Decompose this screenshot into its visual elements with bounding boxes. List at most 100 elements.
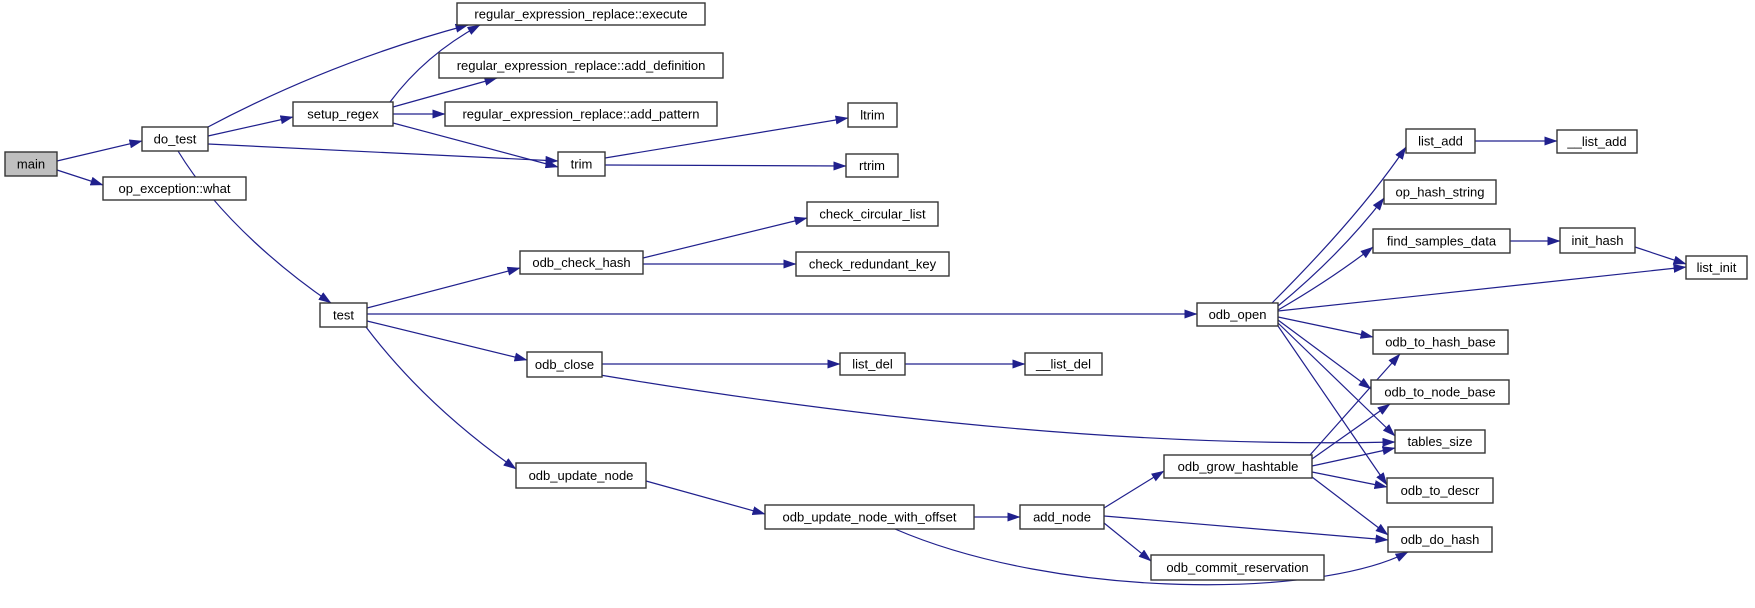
- node-odb_update_node[interactable]: odb_update_node: [515, 462, 647, 489]
- node-odb_to_descr[interactable]: odb_to_descr: [1386, 477, 1494, 504]
- node-box-__list_del[interactable]: [1024, 352, 1103, 376]
- node-box-rer_add_pattern[interactable]: [444, 101, 718, 127]
- edge-odb_open-to-list_add: [1271, 146, 1407, 304]
- node-odb_do_hash[interactable]: odb_do_hash: [1387, 526, 1493, 553]
- node-label-tables_size: tables_size: [1407, 434, 1472, 449]
- node-box-trim[interactable]: [557, 151, 606, 177]
- node-setup_regex[interactable]: setup_regex: [292, 101, 394, 127]
- node-box-odb_check_hash[interactable]: [519, 250, 644, 275]
- node-box-tables_size[interactable]: [1394, 429, 1486, 454]
- node-odb_close[interactable]: odb_close: [526, 351, 603, 378]
- node-label-check_circular_list: check_circular_list: [819, 207, 926, 222]
- node-odb_check_hash[interactable]: odb_check_hash: [519, 250, 644, 275]
- node-odb_to_node_base[interactable]: odb_to_node_base: [1370, 379, 1510, 405]
- node-odb_update_node_with_offset[interactable]: odb_update_node_with_offset: [764, 504, 975, 530]
- edge-setup_regex-to-trim: [392, 122, 559, 169]
- node-box-setup_regex[interactable]: [292, 101, 394, 127]
- edge-do_test-to-setup_regex: [207, 115, 294, 137]
- node-list_init[interactable]: list_init: [1685, 255, 1748, 280]
- node-check_circular_list[interactable]: check_circular_list: [806, 201, 939, 227]
- node-label-ltrim: ltrim: [860, 108, 885, 123]
- node-do_test[interactable]: do_test: [141, 126, 209, 152]
- node-box-ltrim[interactable]: [847, 102, 898, 128]
- edge-odb_open-to-odb_to_node_base: [1277, 319, 1372, 390]
- node-__list_add[interactable]: __list_add: [1556, 129, 1638, 154]
- node-odb_open[interactable]: odb_open: [1196, 302, 1279, 327]
- node-__list_del[interactable]: __list_del: [1024, 352, 1103, 376]
- edge-odb_grow_hashtable-to-odb_to_hash_base: [1309, 353, 1401, 456]
- node-label-odb_check_hash: odb_check_hash: [532, 255, 630, 270]
- node-box-odb_commit_reservation[interactable]: [1150, 554, 1325, 581]
- node-box-list_init[interactable]: [1685, 255, 1748, 280]
- node-box-init_hash[interactable]: [1559, 227, 1636, 254]
- node-box-list_add[interactable]: [1405, 128, 1476, 154]
- node-label-main: main: [17, 157, 45, 172]
- node-label-find_samples_data: find_samples_data: [1387, 234, 1497, 249]
- node-list_add[interactable]: list_add: [1405, 128, 1476, 154]
- node-list_del[interactable]: list_del: [839, 352, 906, 376]
- node-box-odb_to_node_base[interactable]: [1370, 379, 1510, 405]
- node-op_exception_what[interactable]: op_exception::what: [102, 176, 247, 201]
- node-box-rer_add_definition[interactable]: [438, 52, 724, 79]
- node-label-__list_add: __list_add: [1566, 134, 1626, 149]
- edge-do_test-to-trim: [207, 143, 559, 165]
- node-box-odb_update_node[interactable]: [515, 462, 647, 489]
- node-op_hash_string[interactable]: op_hash_string: [1383, 179, 1497, 205]
- node-box-op_hash_string[interactable]: [1383, 179, 1497, 205]
- node-label-odb_to_descr: odb_to_descr: [1401, 483, 1480, 498]
- node-box-rtrim[interactable]: [845, 153, 899, 178]
- node-box-do_test[interactable]: [141, 126, 209, 152]
- node-tables_size[interactable]: tables_size: [1394, 429, 1486, 454]
- node-odb_grow_hashtable[interactable]: odb_grow_hashtable: [1163, 454, 1313, 479]
- node-init_hash[interactable]: init_hash: [1559, 227, 1636, 254]
- node-odb_to_hash_base[interactable]: odb_to_hash_base: [1372, 329, 1509, 355]
- node-label-odb_to_hash_base: odb_to_hash_base: [1385, 335, 1496, 350]
- node-find_samples_data[interactable]: find_samples_data: [1372, 228, 1511, 254]
- node-box-rer_execute[interactable]: [456, 2, 706, 26]
- node-box-__list_add[interactable]: [1556, 129, 1638, 154]
- node-box-odb_do_hash[interactable]: [1387, 526, 1493, 553]
- edge-do_test-to-rer_execute: [205, 23, 469, 129]
- edge-odb_grow_hashtable-to-tables_size: [1311, 446, 1396, 467]
- node-rer_add_definition[interactable]: regular_expression_replace::add_definiti…: [438, 52, 724, 79]
- edge-setup_regex-to-rer_add_definition: [392, 77, 498, 108]
- node-label-setup_regex: setup_regex: [307, 107, 379, 122]
- edge-add_node-to-odb_commit_reservation: [1103, 522, 1152, 562]
- node-ltrim[interactable]: ltrim: [847, 102, 898, 128]
- node-add_node[interactable]: add_node: [1019, 504, 1105, 530]
- edge-init_hash-to-list_init: [1634, 246, 1687, 265]
- node-box-odb_open[interactable]: [1196, 302, 1279, 327]
- edge-odb_update_node-to-odb_update_node_with_offset: [645, 480, 766, 515]
- node-box-odb_to_descr[interactable]: [1386, 477, 1494, 504]
- node-main[interactable]: main: [4, 151, 58, 177]
- node-label-list_add: list_add: [1418, 134, 1463, 149]
- node-box-test[interactable]: [319, 302, 368, 328]
- node-box-find_samples_data[interactable]: [1372, 228, 1511, 254]
- node-box-odb_to_hash_base[interactable]: [1372, 329, 1509, 355]
- node-box-add_node[interactable]: [1019, 504, 1105, 530]
- edge-main-to-do_test: [56, 139, 143, 162]
- node-box-odb_grow_hashtable[interactable]: [1163, 454, 1313, 479]
- node-label-__list_del: __list_del: [1035, 357, 1091, 372]
- node-box-op_exception_what[interactable]: [102, 176, 247, 201]
- node-box-check_redundant_key[interactable]: [795, 251, 950, 277]
- node-box-list_del[interactable]: [839, 352, 906, 376]
- node-test[interactable]: test: [319, 302, 368, 328]
- node-box-check_circular_list[interactable]: [806, 201, 939, 227]
- node-label-trim: trim: [571, 157, 593, 172]
- edge-add_node-to-odb_do_hash: [1103, 515, 1389, 544]
- node-box-odb_update_node_with_offset[interactable]: [764, 504, 975, 530]
- edge-trim-to-rtrim: [604, 161, 847, 171]
- node-check_redundant_key[interactable]: check_redundant_key: [795, 251, 950, 277]
- node-box-odb_close[interactable]: [526, 351, 603, 378]
- node-rer_add_pattern[interactable]: regular_expression_replace::add_pattern: [444, 101, 718, 127]
- edge-odb_grow_hashtable-to-odb_to_descr: [1311, 471, 1388, 489]
- node-trim[interactable]: trim: [557, 151, 606, 177]
- node-rtrim[interactable]: rtrim: [845, 153, 899, 178]
- node-rer_execute[interactable]: regular_expression_replace::execute: [456, 2, 706, 26]
- edge-odb_check_hash-to-check_circular_list: [642, 216, 808, 259]
- edge-odb_open-to-find_samples_data: [1277, 246, 1374, 311]
- node-box-main[interactable]: [4, 151, 58, 177]
- node-odb_commit_reservation[interactable]: odb_commit_reservation: [1150, 554, 1325, 581]
